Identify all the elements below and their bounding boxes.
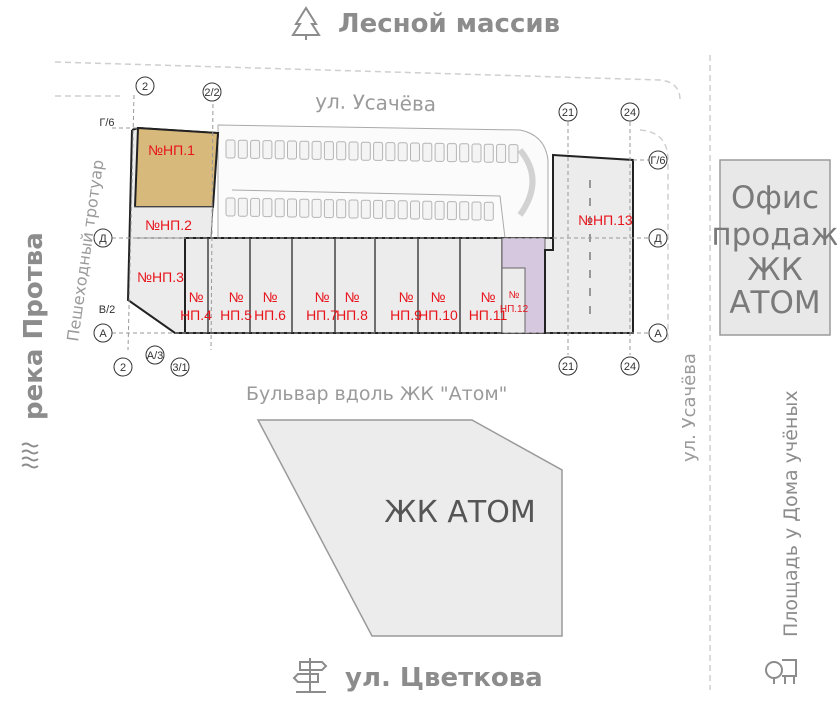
residential-complex-block: ЖК АТОМ	[256, 419, 563, 637]
unit-np1-area[interactable]	[133, 126, 220, 208]
top-label: Лесной массив	[338, 9, 560, 39]
unit-id: НП.4	[180, 307, 212, 323]
axis-label: Д	[99, 233, 107, 245]
axis-marker-a: А	[93, 323, 113, 343]
unit-np2[interactable]: №НП.2	[145, 217, 192, 233]
unit-np5[interactable]: № НП.5	[220, 289, 252, 323]
unit-np6[interactable]: № НП.6	[254, 289, 286, 323]
axis-marker-a22: 2/2	[202, 82, 222, 102]
unit-id: НП.8	[336, 307, 368, 323]
sales-office[interactable]: Офис продаж ЖК АТОМ	[711, 159, 837, 336]
right-label: Площадь у Дома учёных	[780, 390, 802, 637]
axis-label-v2: В/2	[99, 304, 116, 316]
signpost-icon	[292, 658, 328, 693]
office-line: ЖК	[747, 252, 802, 288]
axis-label: Д	[654, 233, 662, 245]
unit-id: НП.5	[220, 307, 252, 323]
building-plan	[126, 124, 634, 334]
axis-label: 21	[562, 361, 574, 373]
office-line: продаж	[711, 217, 837, 253]
unit-np3[interactable]: №НП.3	[137, 269, 184, 285]
axis-label: 2	[142, 81, 148, 93]
unit-id: НП.9	[390, 307, 422, 323]
axis-label: 21	[562, 107, 574, 119]
axis-label: А	[654, 328, 662, 340]
unit-number-sign: №	[398, 289, 413, 305]
axis-marker-g6: Г/6	[648, 150, 668, 170]
unit-np4[interactable]: № НП.4	[180, 289, 212, 323]
unit-id: НП.10	[418, 307, 458, 323]
unit-np10[interactable]: № НП.10	[418, 289, 458, 323]
unit-number-sign: №	[480, 289, 495, 305]
axis-label: 2	[120, 362, 126, 374]
axis-label: 3/1	[172, 362, 187, 374]
site-boundaries	[54, 55, 711, 690]
unit-np9[interactable]: № НП.9	[390, 289, 422, 323]
unit-id: НП.11	[469, 307, 508, 323]
bottom-label: ул. Цветкова	[345, 663, 543, 693]
axis-marker-a21: 21	[558, 356, 578, 376]
unit-np7[interactable]: № НП.7	[306, 289, 338, 323]
axis-label: 24	[624, 361, 636, 373]
axis-marker-d: Д	[93, 228, 113, 248]
grid-lines	[112, 94, 650, 355]
complex-label: ЖК АТОМ	[384, 495, 536, 530]
axis-marker-d: Д	[648, 228, 668, 248]
axis-label-g6: Г/6	[99, 117, 114, 129]
axis-marker-a: А	[648, 323, 668, 343]
axis-marker-a21: 21	[558, 102, 578, 122]
unit-id: НП.12	[500, 304, 529, 315]
water-waves-icon	[21, 442, 39, 469]
unit-number-sign: №	[188, 289, 203, 305]
unit-number-sign: №	[228, 289, 243, 305]
unit-np13[interactable]: №НП.13	[578, 212, 633, 228]
street-north: ул. Усачёва	[315, 89, 437, 116]
axis-label: 24	[624, 107, 636, 119]
unit-number-sign: №	[509, 290, 520, 301]
axis-marker-z1: 3/1	[170, 357, 190, 377]
unit-id: НП.7	[306, 307, 338, 323]
axis-label: А	[99, 328, 107, 340]
axis-marker-a24: 24	[620, 356, 640, 376]
axis-marker-a3: А/3	[145, 345, 165, 365]
axis-marker-a24: 24	[620, 102, 640, 122]
street-south: Бульвар вдоль ЖК "Атом"	[246, 383, 507, 405]
unit-id: НП.6	[254, 307, 286, 323]
axis-marker-a2: 2	[113, 357, 133, 377]
tree-icon	[291, 6, 321, 40]
street-east: ул. Усачёва	[679, 353, 700, 462]
office-line: Офис	[731, 180, 819, 216]
unit-number-sign: №	[344, 289, 359, 305]
unit-number-sign: №	[262, 289, 277, 305]
axis-marker-a2: 2	[135, 76, 155, 96]
axis-label: 2/2	[204, 87, 219, 99]
axis-label: А/3	[147, 350, 164, 362]
unit-number-sign: №	[430, 289, 445, 305]
left-label: река Протва	[19, 232, 49, 420]
office-line: АТОМ	[729, 285, 820, 321]
unit-np11[interactable]: № НП.11	[469, 289, 508, 323]
axis-label: Г/6	[650, 155, 665, 167]
unit-np1[interactable]: №НП.1	[148, 142, 195, 158]
park-bench-icon	[765, 659, 797, 684]
unit-number-sign: №	[314, 289, 329, 305]
unit-np12[interactable]: № НП.12	[500, 290, 529, 315]
unit-np8[interactable]: № НП.8	[336, 289, 368, 323]
